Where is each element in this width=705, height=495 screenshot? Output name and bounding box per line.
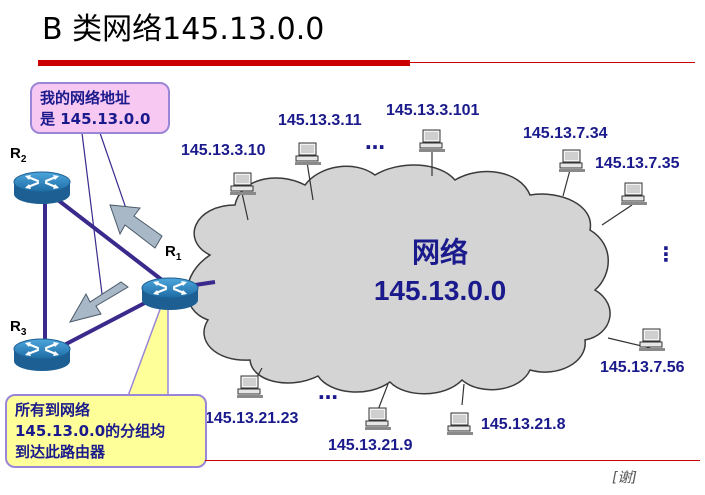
link-r1-cloud [194,280,216,287]
computer-icon [638,328,666,352]
host-label: 145.13.3.11 [278,112,362,129]
block-arrow-icon [109,204,163,249]
network-address: 145.13.0.0 [374,275,506,306]
host-label: 145.13.21.9 [328,437,413,454]
block-arrow-icon [68,281,129,323]
network-name: 网络 [412,236,468,269]
computer-icon [620,182,648,206]
callout-text: 我的网络地址 [40,89,131,107]
title-underline-line [410,62,695,63]
footer-source: [谢] [612,470,637,486]
computer-icon [294,142,322,166]
router-icon [12,337,72,373]
footer-rule [205,460,700,461]
computer-icon [418,129,446,153]
router-label-r2: R2 [10,145,27,165]
more-hosts-bottom: … [318,380,338,404]
title-underline-bar [38,60,410,66]
callout-pointer-2 [99,132,131,221]
computer-icon [446,412,474,436]
computer-icon [236,375,264,399]
computer-icon [558,149,586,173]
more-hosts-right: ⋮ [656,242,676,266]
callout-router-note: 所有到网络 145.13.0.0的分组均 到达此路由器 [5,394,207,468]
more-hosts-top: … [365,130,385,154]
host-label: 145.13.7.34 [523,125,608,142]
callout-text: 是 145.13.0.0 [40,110,151,128]
callout-text: 145.13.0.0的分组均 [15,422,166,440]
callout-pointer-1 [81,132,104,303]
host-label: 145.13.3.101 [386,102,480,119]
callout-text: 到达此路由器 [15,443,106,461]
host-label: 145.13.7.35 [595,155,680,172]
host-label: 145.13.21.8 [481,416,566,433]
host-label: 145.13.3.10 [181,142,266,159]
network-cloud [186,164,611,395]
page-title: B 类网络145.13.0.0 [42,12,325,47]
host-label: 145.13.7.56 [600,359,685,376]
router-icon [12,170,72,206]
router-label-r3: R3 [10,318,27,338]
host-label: 145.13.21.23 [205,410,299,427]
computer-icon [364,407,392,431]
router-icon [140,276,200,312]
callout-bottom-pointer [126,303,169,397]
callout-network-address: 我的网络地址 是 145.13.0.0 [30,82,170,134]
callout-text: 所有到网络 [15,401,91,419]
link-r2-r1 [43,188,177,292]
router-label-r1: R1 [165,243,182,263]
